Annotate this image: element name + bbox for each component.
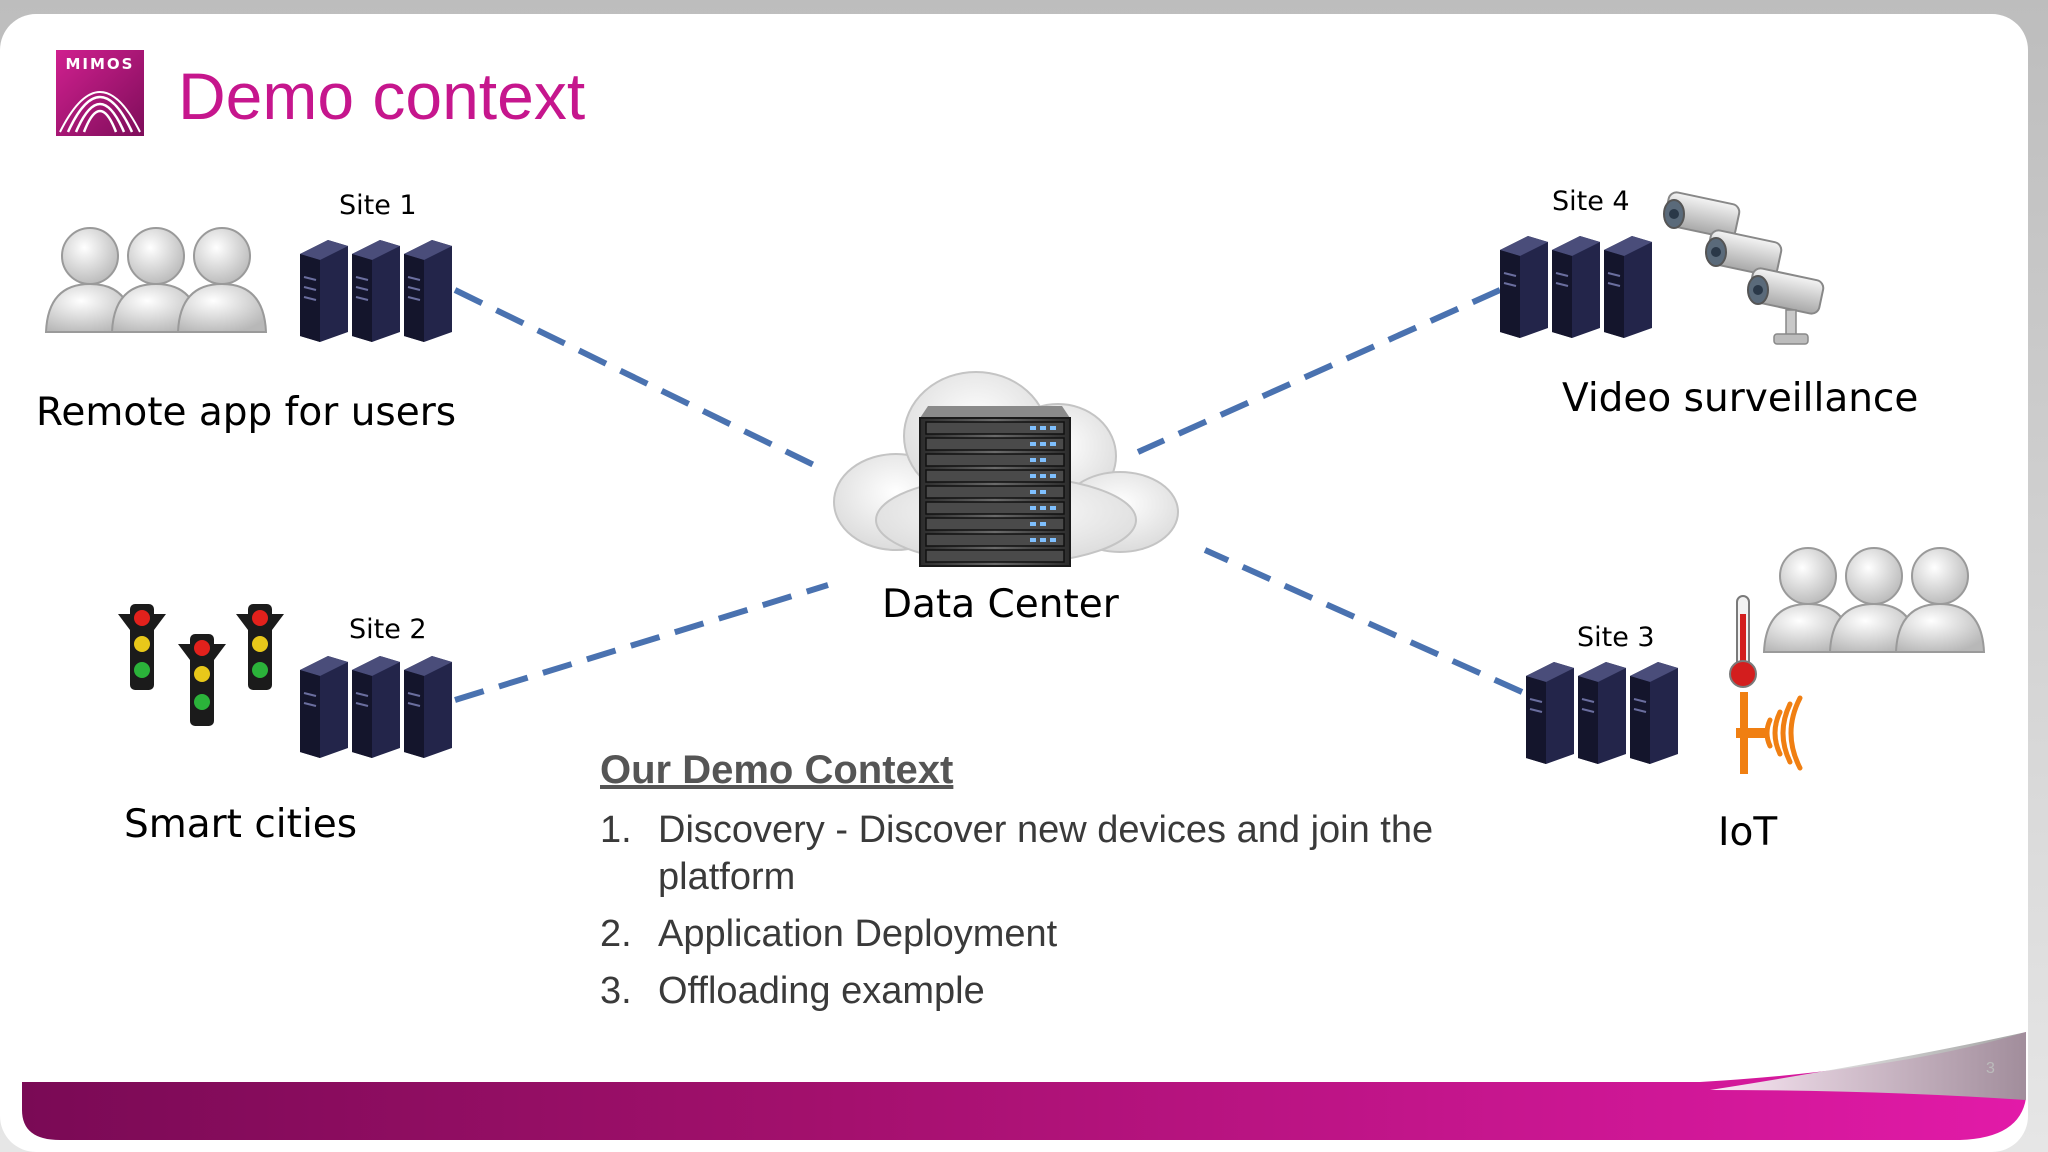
site1-group-label: Remote app for users <box>36 390 457 435</box>
list-item-text: Application Deployment <box>658 913 1058 955</box>
demo-context-heading: Our Demo Context <box>600 748 954 792</box>
mimos-logo: MIMOS <box>56 50 144 136</box>
list-item-number: 3. <box>600 970 632 1012</box>
server-rack-icon <box>1496 228 1656 338</box>
demo-context-panel: Our Demo Context 1. Discovery - Discover… <box>600 748 1500 1025</box>
users-icon <box>44 220 274 340</box>
slide-title: Demo context <box>178 59 586 133</box>
site4-group-label: Video surveillance <box>1562 376 1919 421</box>
site1-label: Site 1 <box>339 190 417 221</box>
server-rack-icon <box>1522 654 1682 764</box>
link-site2 <box>454 582 829 703</box>
site3-group-label: IoT <box>1718 810 1778 855</box>
site2-group-label: Smart cities <box>124 802 358 847</box>
network-links <box>453 287 1524 703</box>
thermometer-icon <box>1726 594 1760 690</box>
list-item-number: 1. <box>600 809 632 851</box>
site2-label: Site 2 <box>349 614 427 645</box>
server-rack-icon <box>296 232 456 342</box>
link-site4 <box>1136 287 1502 455</box>
users-icon <box>1762 540 1992 660</box>
traffic-light-icon <box>116 600 296 730</box>
server-rack-icon <box>296 648 456 758</box>
iot-sensor-icon <box>1736 690 1836 776</box>
page-number: 3 <box>1986 1060 1995 1077</box>
list-item-number: 2. <box>600 913 632 955</box>
list-item-text: Offloading example <box>658 970 985 1012</box>
link-site3 <box>1203 547 1524 695</box>
demo-context-list: 1. Discovery - Discover new devices and … <box>600 807 1500 1015</box>
data-center-label: Data Center <box>882 582 1119 627</box>
security-camera-icon <box>1652 190 1842 355</box>
list-item: 2. Application Deployment <box>600 911 1500 958</box>
site4-label: Site 4 <box>1552 186 1630 217</box>
data-center-server-icon <box>910 400 1080 570</box>
logo-text: MIMOS <box>66 55 135 73</box>
list-item-text: Discovery - Discover new devices and joi… <box>658 809 1434 898</box>
site3-label: Site 3 <box>1577 622 1655 653</box>
list-item: 1. Discovery - Discover new devices and … <box>600 807 1500 901</box>
list-item: 3. Offloading example <box>600 968 1500 1015</box>
link-site1 <box>453 287 822 471</box>
